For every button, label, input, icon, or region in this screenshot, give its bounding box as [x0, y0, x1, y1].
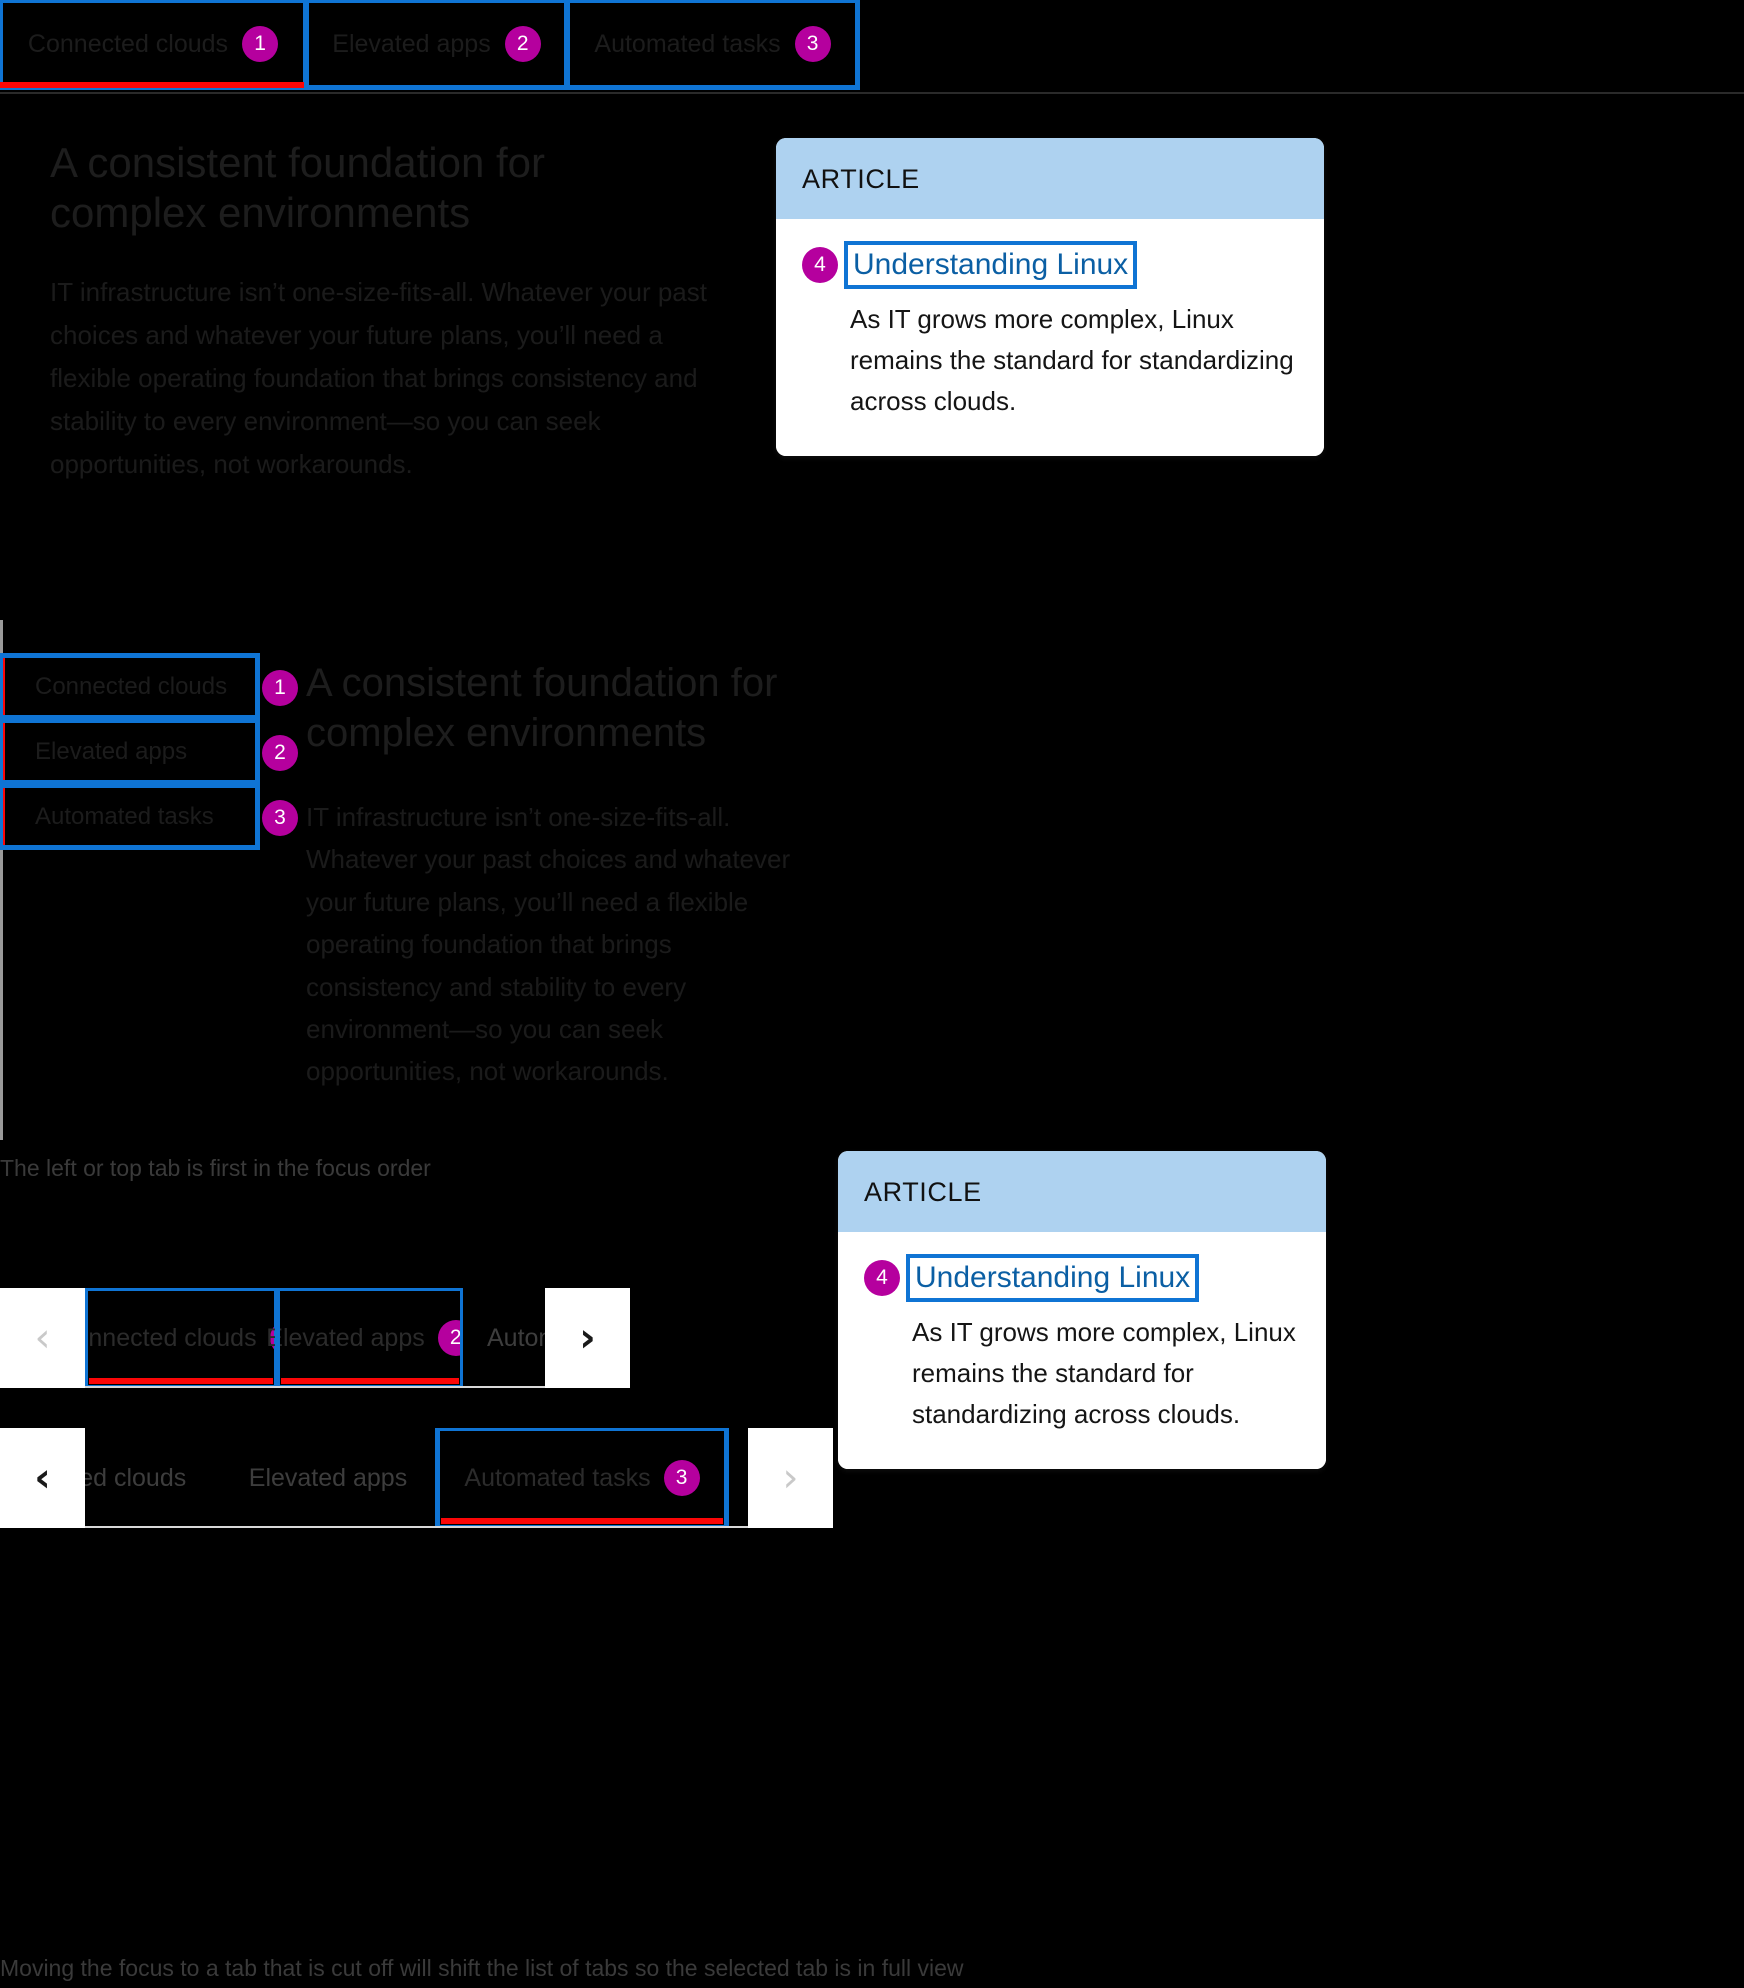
tab-label: Automated tasks — [594, 29, 781, 58]
focus-order-badge: 2 — [504, 26, 541, 62]
panel-text-block: A consistent foundation for complex envi… — [50, 138, 710, 486]
tab-strip: Connected clouds 1 Elevated apps 2 Autom… — [85, 1288, 545, 1388]
focus-order-badge: 4 — [864, 1260, 900, 1296]
article-card-body: 4 Understanding Linux As IT grows more c… — [838, 1232, 1326, 1470]
article-link-row: 4 Understanding Linux — [802, 241, 1298, 289]
vtab-automated-tasks[interactable]: Automated tasks — [0, 783, 260, 850]
article-description: As IT grows more complex, Linux remains … — [850, 304, 1294, 417]
tab-label: Automated tasks — [464, 1463, 651, 1492]
tab-label: Connected clouds — [85, 1323, 257, 1352]
horizontal-tablist: Connected clouds 1 Elevated apps 2 Autom… — [0, 0, 860, 90]
article-link-row: 4 Understanding Linux — [864, 1254, 1300, 1302]
stab-elevated-apps[interactable]: Elevated apps — [219, 1428, 437, 1528]
panel-heading: A consistent foundation for complex envi… — [306, 661, 778, 755]
article-card-eyebrow: ARTICLE — [838, 1151, 1326, 1232]
vtab-connected-clouds[interactable]: Connected clouds — [0, 653, 260, 720]
caption-scroll-shift: Moving the focus to a tab that is cut of… — [0, 1955, 964, 1981]
tab-automated-tasks[interactable]: Automated tasks 3 — [565, 0, 860, 90]
vertical-focus-order-badges: 1 2 3 — [262, 655, 298, 850]
stab-connected-clouds[interactable]: Connected clouds 1 — [85, 1288, 306, 1388]
vertical-panel-text-block: A consistent foundation for complex envi… — [306, 658, 796, 1093]
panel-heading: A consistent foundation for complex envi… — [50, 139, 545, 236]
article-description: As IT grows more complex, Linux remains … — [912, 1317, 1296, 1430]
chevron-right-icon[interactable]: › — [545, 1288, 630, 1388]
focus-order-badge: 4 — [802, 247, 838, 283]
strip-baseline — [85, 1526, 748, 1528]
article-link[interactable]: Understanding Linux — [905, 1254, 1200, 1302]
scrollable-tablist-1: ‹ Connected clouds 1 Elevated apps 2 Aut… — [0, 1288, 630, 1388]
article-card: ARTICLE 4 Understanding Linux As IT grow… — [838, 1151, 1326, 1470]
tab-label: Automated tasks — [35, 802, 214, 830]
vtab-elevated-apps[interactable]: Elevated apps — [0, 718, 260, 785]
article-link[interactable]: Understanding Linux — [843, 241, 1138, 289]
chevron-right-icon[interactable]: › — [748, 1428, 833, 1528]
tab-label: Automated — [487, 1323, 545, 1352]
article-card-body: 4 Understanding Linux As IT grows more c… — [776, 219, 1324, 457]
vertical-tablist: Connected clouds Elevated apps Automated… — [0, 653, 260, 850]
chevron-left-icon[interactable]: ‹ — [0, 1288, 85, 1388]
panel-body: IT infrastructure isn’t one-size-fits-al… — [50, 277, 707, 479]
article-card: ARTICLE 4 Understanding Linux As IT grow… — [776, 138, 1324, 457]
stab-connected-clouds[interactable]: cted clouds — [85, 1428, 219, 1528]
stab-automated-tasks[interactable]: Automated tasks 3 — [435, 1428, 729, 1528]
tab-label: Elevated apps — [35, 737, 188, 765]
article-card-eyebrow: ARTICLE — [776, 138, 1324, 219]
focus-order-badge: 3 — [262, 799, 298, 836]
caption-focus-order: The left or top tab is first in the focu… — [0, 1155, 431, 1181]
tablist-bottom-rule — [0, 92, 1744, 94]
chevron-left-icon[interactable]: ‹ — [0, 1428, 85, 1528]
focus-order-badge: 1 — [262, 669, 298, 706]
tab-strip: cted clouds Elevated apps Automated task… — [85, 1428, 748, 1528]
focus-order-badge: 2 — [262, 734, 298, 771]
stab-automated-tasks[interactable]: Automated — [463, 1288, 545, 1388]
focus-order-badge: 1 — [242, 26, 279, 62]
focus-order-badge: 3 — [794, 26, 831, 62]
stab-elevated-apps[interactable]: Elevated apps 2 — [266, 1288, 474, 1388]
focus-order-badge: 3 — [663, 1460, 700, 1496]
strip-baseline — [85, 1386, 545, 1388]
section-divider — [0, 620, 3, 1140]
panel-body: IT infrastructure isn’t one-size-fits-al… — [306, 802, 791, 1087]
tab-label: Elevated apps — [248, 1463, 408, 1492]
tab-label: cted clouds — [85, 1463, 187, 1492]
tab-label: Elevated apps — [266, 1323, 425, 1352]
tab-label: Elevated apps — [332, 29, 491, 58]
tab-elevated-apps[interactable]: Elevated apps 2 — [304, 0, 569, 90]
tab-label: Connected clouds — [27, 29, 229, 58]
scrollable-tablist-2: ‹ cted clouds Elevated apps Automated ta… — [0, 1428, 833, 1528]
tab-label: Connected clouds — [35, 672, 228, 700]
tab-connected-clouds[interactable]: Connected clouds 1 — [0, 0, 308, 90]
